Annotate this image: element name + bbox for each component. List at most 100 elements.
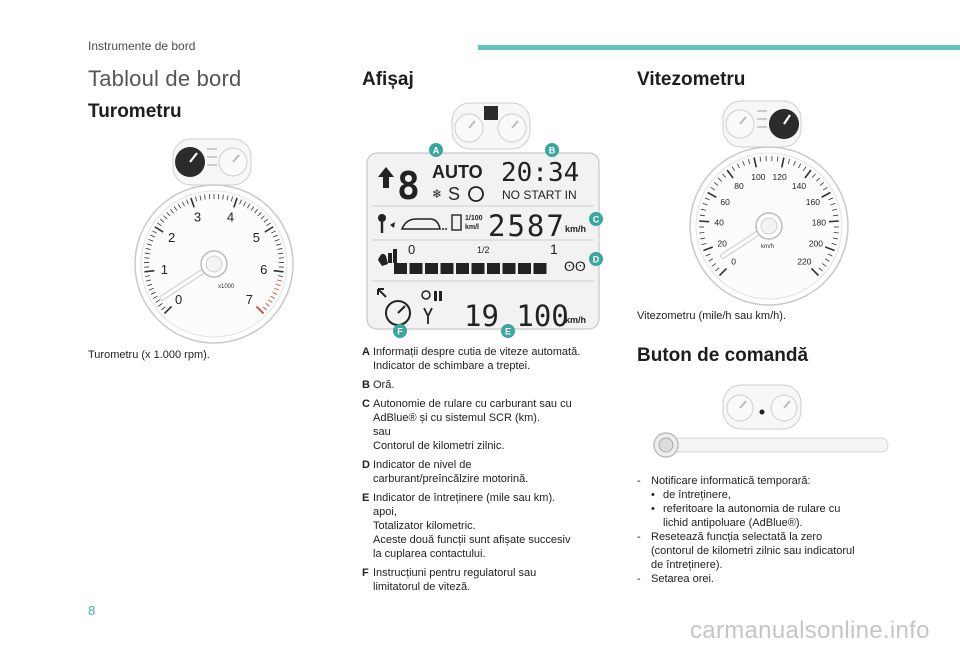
gauge-tick [702,203,708,206]
gauge-tick [257,212,262,217]
gauge-tick [186,199,189,205]
list-item: -Setarea orei. [637,572,917,586]
legend-key: C [362,398,370,410]
gauge-tick [753,157,758,168]
gauge-tick [742,160,745,166]
gauge-tick [239,199,242,205]
gauge-tick [700,237,706,240]
gauge-tick [713,182,719,186]
callout-a: A [429,143,443,157]
gauge-tick [700,208,707,211]
bullet-marker: • [651,503,655,515]
range-value: 2587 [488,209,566,243]
svg-text:A: A [433,146,440,156]
gauge-tick [810,267,820,277]
svg-text:D: D [593,255,600,265]
gauge-tick [144,252,150,255]
callout-f: F [393,324,407,338]
gauge-number: 5 [253,230,260,245]
svg-text:C: C [593,215,600,225]
gauge-tick [243,201,247,207]
gauge-tick [831,208,838,211]
gauge-number: 180 [812,217,826,227]
gauge-tick [177,203,182,209]
list-item: • de întreținere, [637,488,917,502]
gauge-tick [145,248,151,250]
list-item-text: de întreținere, [663,489,731,501]
gauge-number: 100 [751,172,765,182]
watermark: carmanualsonline.info [690,617,930,644]
gauge-tick [146,279,152,282]
gauge-tick [707,191,717,198]
gauge-number: 1 [161,262,168,277]
command-button-illustration[interactable] [652,430,892,460]
gauge-tick [226,195,229,201]
gauge-tick [194,196,198,202]
gauge-tick [246,203,251,209]
legend-text: Indicator de nivel de carburant/preîncăl… [373,459,529,485]
gauge-tick [828,220,839,223]
gauge-tick [144,269,155,273]
gauge-tick [824,258,830,262]
gauge-tick [821,191,831,198]
snow-icon: ❄ [432,187,442,201]
fuel-segment [533,263,547,274]
gauge-tick [811,173,816,178]
command-button-heading: Buton de comandă [637,345,809,366]
list-item: -Notificare informatică temporară: [637,474,917,488]
fuel-segment [394,263,407,274]
gauge-number: 160 [806,197,820,207]
svg-text:E: E [505,327,511,337]
gauge-tick [803,166,807,172]
tacho-multiplier: x1000 [218,284,235,290]
gauge-tick [780,157,785,168]
list-item-text: referitoare la autonomia de rulare cu li… [663,503,841,529]
gauge-tick [701,243,707,246]
gauge-number: 7 [246,292,253,307]
gauge-tick [710,186,716,191]
gauge-tick [148,239,154,242]
gauge-tick [255,305,265,315]
gauge-tick [705,253,711,257]
dash-marker: - [637,475,641,487]
gauge-tick [190,197,195,208]
gauge-tick [787,159,791,165]
page-number: 8 [88,603,96,618]
gauge-tick [181,201,185,207]
bullet-marker: • [651,489,655,501]
no-start-text: NO START IN [502,188,577,202]
list-item-text: Resetează funcția selectată la zero (con… [651,531,855,571]
gauge-tick [262,306,267,311]
consumption-unit-bottom: km/l [465,224,479,231]
gauge-tick [776,156,779,162]
fuel-segment [487,263,500,274]
fuel-row-icons [378,249,397,266]
gauge-tick [146,243,152,246]
gauge-tick [830,203,836,206]
gauge-tick [157,222,162,227]
gauge-tick [152,295,158,299]
fuel-segment [440,263,454,274]
section-label: Instrumente de bord [88,39,196,53]
gauge-tick [715,267,720,272]
gauge-tick [147,283,153,287]
gauge-tick [793,160,796,166]
gauge-number: 60 [720,197,730,207]
list-item-text: Setarea orei. [651,573,714,585]
dash-marker: - [637,531,641,543]
clock: 20:34 [501,158,579,188]
speed-row-icons [377,288,442,326]
command-button-list: -Notificare informatică temporară:•de în… [637,474,917,586]
gauge-number: 6 [260,262,267,277]
gauge-tick [731,166,735,172]
gauge-tick [148,287,154,291]
gauge-tick [222,194,224,200]
gauge-tick [831,243,837,246]
gauge-number: 2 [168,230,175,245]
gauge-number: 140 [792,181,806,191]
gear-mode: AUTO [432,162,483,182]
tachometer-caption: Turometru (x 1.000 rpm). [88,349,210,361]
legend-key: F [362,567,369,579]
